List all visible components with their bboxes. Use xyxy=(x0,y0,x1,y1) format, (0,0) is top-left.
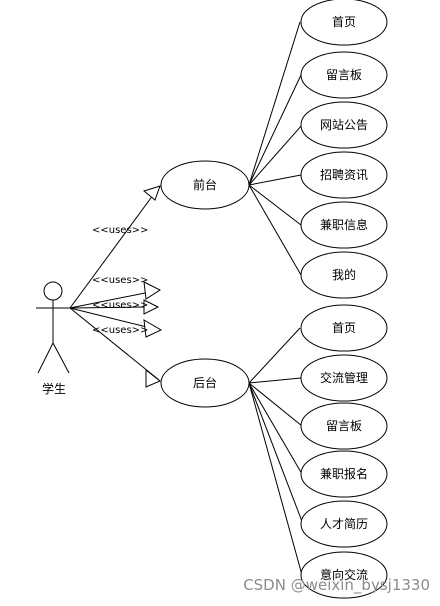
back-item-4-label: 人才简历 xyxy=(320,517,368,531)
back-item-1[interactable]: 交流管理 xyxy=(300,354,388,402)
front-item-5-label: 我的 xyxy=(332,267,356,282)
front-item-4-label: 兼职信息 xyxy=(320,217,368,232)
front-item-5[interactable]: 我的 xyxy=(300,251,388,299)
back-item-1-label: 交流管理 xyxy=(320,370,368,385)
uses-arrows xyxy=(69,185,163,388)
front-item-1[interactable]: 留言板 xyxy=(300,51,388,99)
back-item-2-label: 留言板 xyxy=(326,419,362,433)
back-item-5[interactable]: 意向交流 xyxy=(300,551,388,599)
use-case-back[interactable]: 后台 xyxy=(160,358,250,408)
front-item-2[interactable]: 网站公告 xyxy=(300,101,388,149)
uses-label-back: <<uses>> xyxy=(92,325,148,336)
back-item-5-label: 意向交流 xyxy=(320,567,368,582)
use-case-back-label: 后台 xyxy=(193,375,217,390)
actor-label: 学生 xyxy=(42,381,66,396)
front-item-1-label: 留言板 xyxy=(326,68,362,82)
back-item-0-label: 首页 xyxy=(332,321,356,335)
back-item-3[interactable]: 兼职报名 xyxy=(300,450,388,498)
uses-label-3: <<uses>> xyxy=(92,300,148,311)
front-item-4[interactable]: 兼职信息 xyxy=(300,201,388,249)
back-item-3-label: 兼职报名 xyxy=(320,466,368,481)
uses-label-2: <<uses>> xyxy=(92,275,148,286)
back-item-2[interactable]: 留言板 xyxy=(300,402,388,450)
back-connectors xyxy=(248,327,304,576)
front-item-2-label: 网站公告 xyxy=(320,118,368,132)
use-case-front-label: 前台 xyxy=(193,177,217,192)
front-item-0[interactable]: 首页 xyxy=(300,0,388,46)
front-item-0-label: 首页 xyxy=(332,15,356,29)
actor-figure xyxy=(36,281,71,374)
uses-label-front: <<uses>> xyxy=(92,225,148,236)
use-case-front[interactable]: 前台 xyxy=(160,160,250,210)
front-connectors xyxy=(248,21,303,276)
back-item-0[interactable]: 首页 xyxy=(300,304,388,352)
watermark-text: CSDN @weixin_bysj1330 xyxy=(243,576,430,595)
front-item-3[interactable]: 招聘资讯 xyxy=(300,151,388,199)
back-item-4[interactable]: 人才简历 xyxy=(300,500,388,548)
front-item-3-label: 招聘资讯 xyxy=(320,168,368,182)
